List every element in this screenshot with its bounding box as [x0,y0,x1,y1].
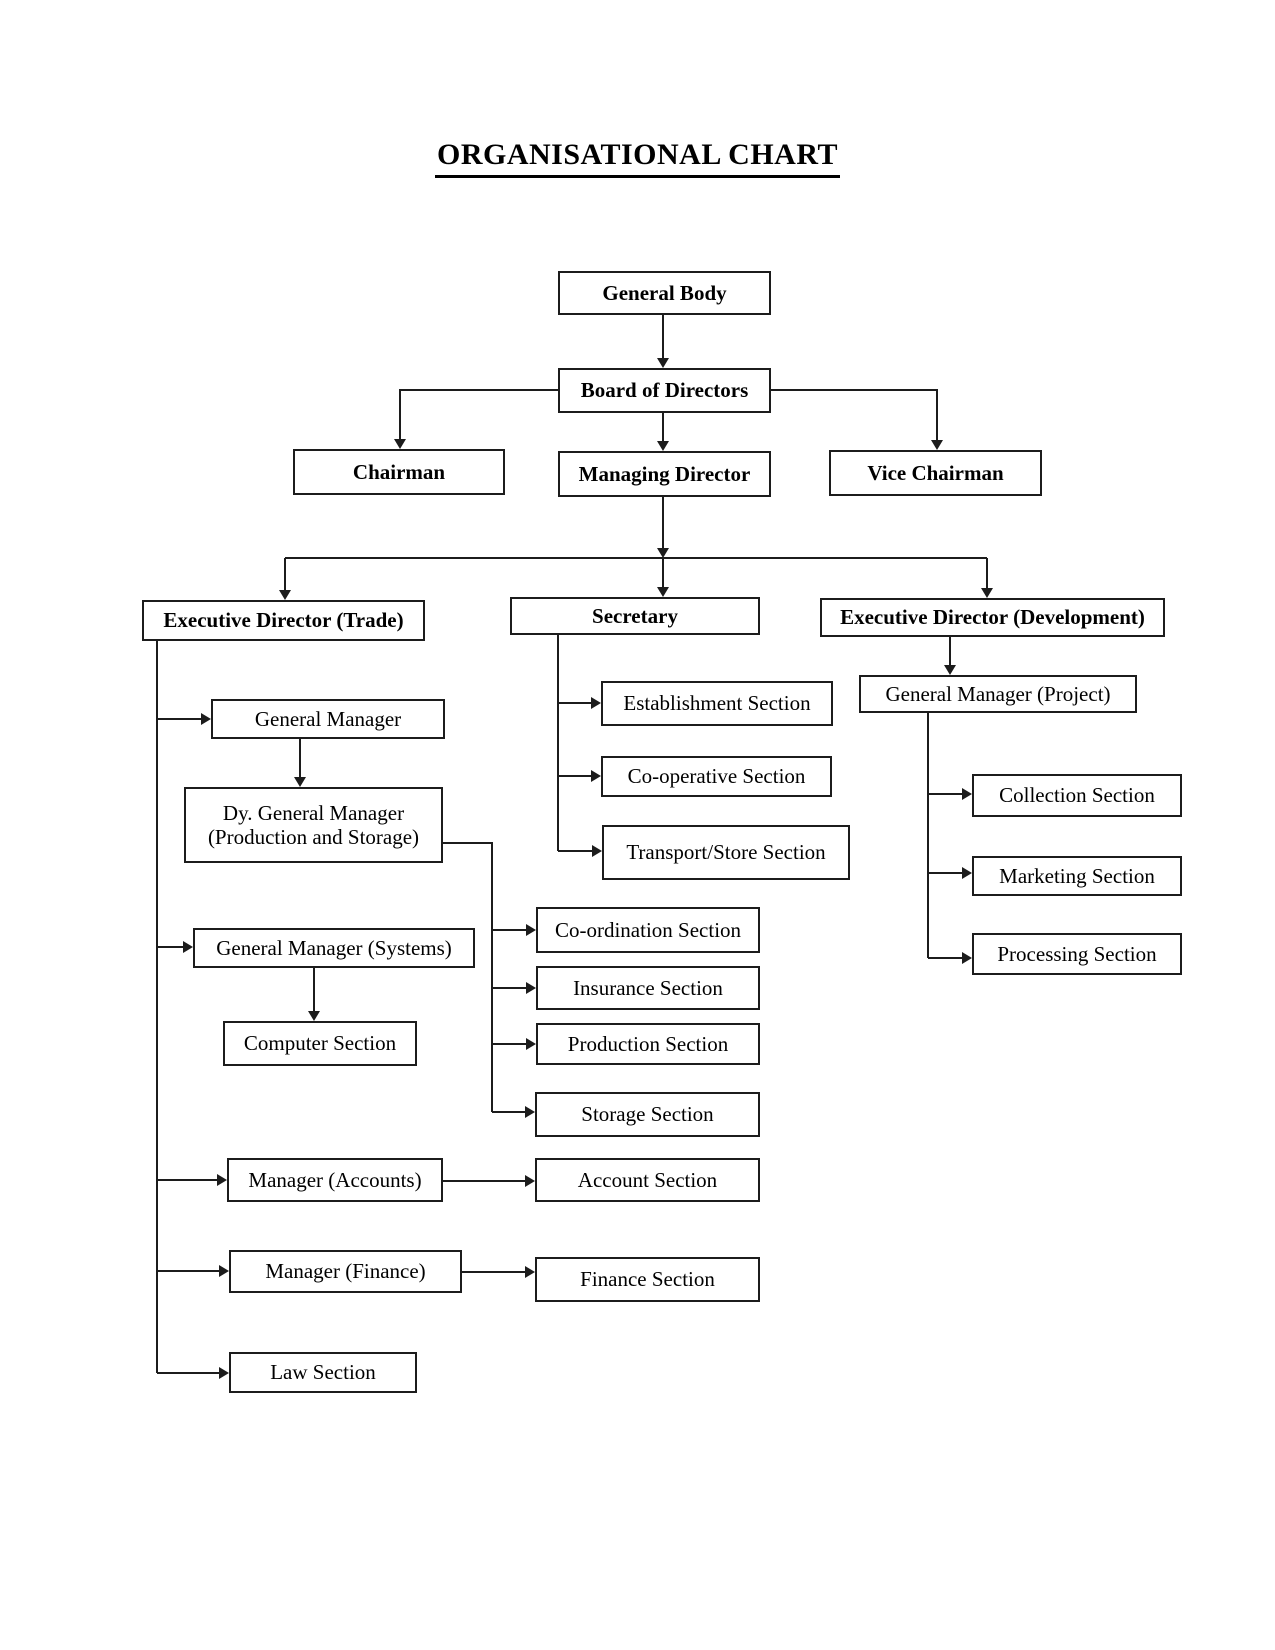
arrow-right-account [525,1175,535,1187]
arrow-right-coordination [526,924,536,936]
node-general-manager: General Manager [211,699,445,739]
node-finance-section: Finance Section [535,1257,760,1302]
arrow-down-fanjunction [657,548,669,558]
node-cooperative-section: Co-operative Section [601,756,832,797]
node-general-manager-project: General Manager (Project) [859,675,1137,713]
edge-board-chairman [399,389,558,439]
node-production-section: Production Section [536,1023,760,1065]
arrow-right-lawsection [219,1367,229,1379]
arrow-down-vicechairman [931,440,943,450]
arrow-right-marketing [962,867,972,879]
arrow-right-managerfinance [219,1265,229,1277]
arrow-right-cooperative [591,770,601,782]
node-marketing-section: Marketing Section [972,856,1182,896]
node-manager-accounts: Manager (Accounts) [227,1158,443,1202]
node-insurance-section: Insurance Section [536,966,760,1010]
node-dy-general-manager: Dy. General Manager (Production and Stor… [184,787,443,863]
arrow-down-gmproject [944,665,956,675]
node-executive-director-development: Executive Director (Development) [820,598,1165,637]
node-law-section: Law Section [229,1352,417,1393]
node-coordination-section: Co-ordination Section [536,907,760,953]
arrow-right-gmsystems [183,941,193,953]
arrow-down-chairman [394,439,406,449]
node-dy-general-manager-line1: Dy. General Manager [222,800,405,825]
node-establishment-section: Establishment Section [601,681,833,726]
arrow-right-storage [525,1106,535,1118]
node-collection-section: Collection Section [972,774,1182,817]
arrow-right-processing [962,952,972,964]
arrow-down-md [657,441,669,451]
arrow-down-eddevelopment [981,588,993,598]
arrow-right-insurance [526,982,536,994]
arrow-right-generalmanager [201,713,211,725]
edge-board-vicechairman [771,389,938,440]
arrow-right-establishment [591,697,601,709]
arrow-right-transport [592,845,602,857]
node-general-body: General Body [558,271,771,315]
node-transport-store-section: Transport/Store Section [602,825,850,880]
node-executive-director-trade: Executive Director (Trade) [142,600,425,641]
arrow-right-manageraccounts [217,1174,227,1186]
node-processing-section: Processing Section [972,933,1182,975]
node-secretary: Secretary [510,597,760,635]
node-computer-section: Computer Section [223,1021,417,1066]
title-container: ORGANISATIONAL CHART [0,138,1275,178]
arrowheads [183,358,993,1379]
node-vice-chairman: Vice Chairman [829,450,1042,496]
arrow-right-collection [962,788,972,800]
arrow-down-secretary [657,587,669,597]
arrow-down-computer [308,1011,320,1021]
node-dy-general-manager-line2: (Production and Storage) [207,825,420,849]
node-manager-finance: Manager (Finance) [229,1250,462,1293]
node-chairman: Chairman [293,449,505,495]
arrow-down-board [657,358,669,368]
page-title: ORGANISATIONAL CHART [435,138,840,178]
arrow-down-dygm [294,777,306,787]
arrow-down-edtrade [279,590,291,600]
node-general-manager-systems: General Manager (Systems) [193,928,475,968]
node-board-of-directors: Board of Directors [558,368,771,413]
node-storage-section: Storage Section [535,1092,760,1137]
node-managing-director: Managing Director [558,451,771,497]
edge-dygm-feeder [443,842,493,1112]
node-account-section: Account Section [535,1158,760,1202]
arrow-right-finance [525,1266,535,1278]
arrow-right-production [526,1038,536,1050]
